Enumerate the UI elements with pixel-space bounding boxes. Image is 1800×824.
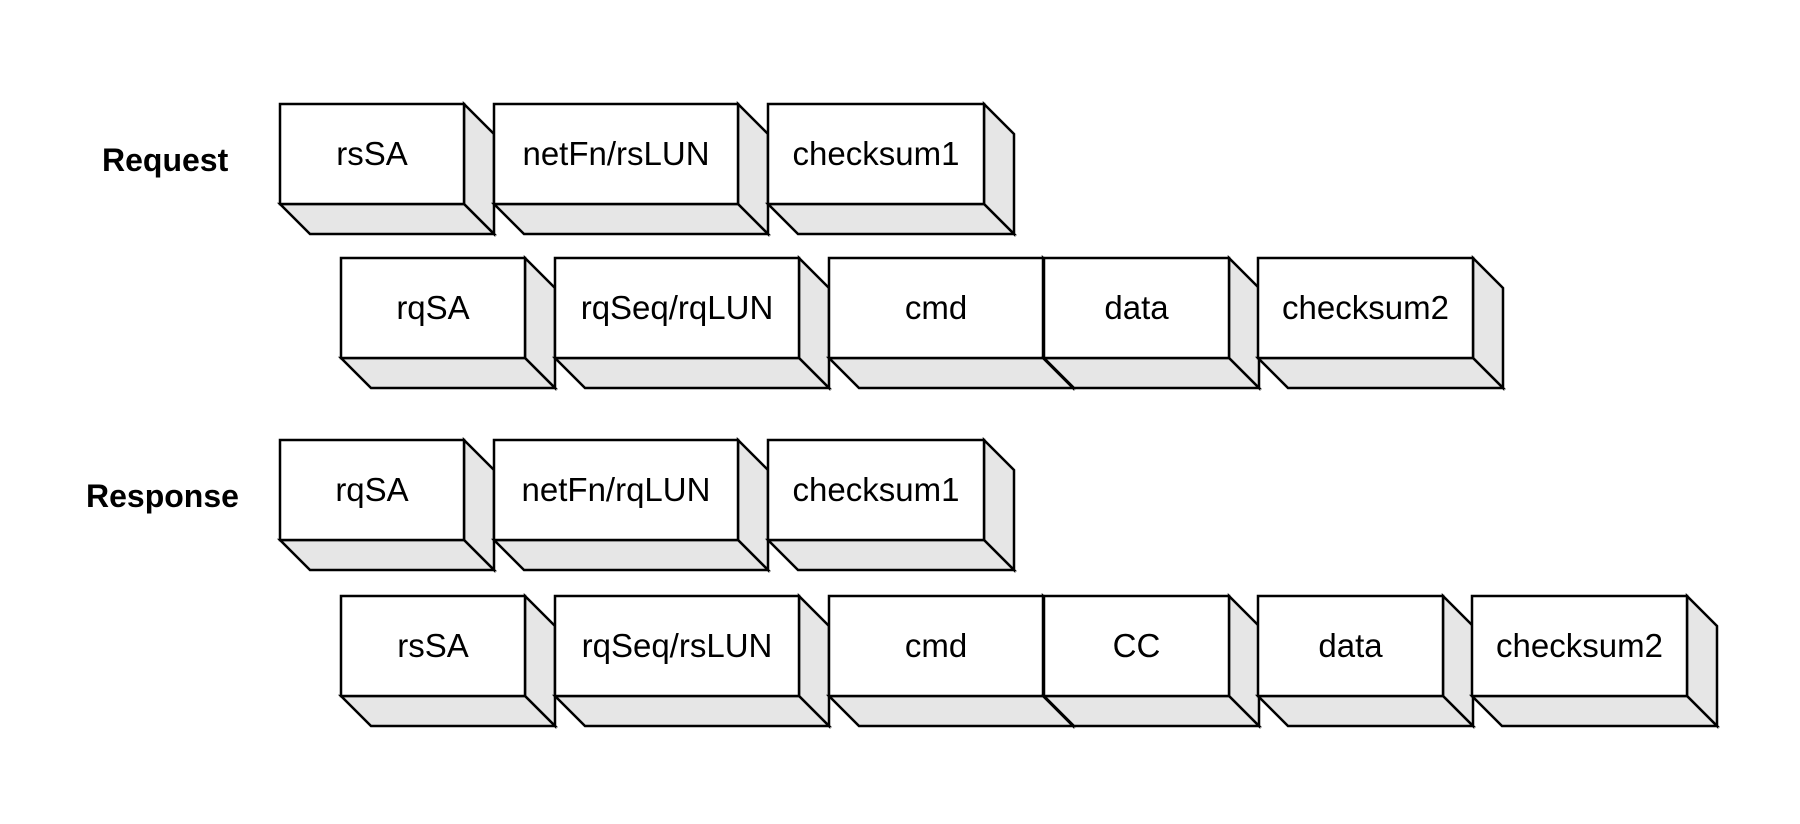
field-label: cmd bbox=[905, 289, 967, 326]
block-front-face bbox=[553, 256, 801, 360]
block-front-face bbox=[766, 102, 986, 206]
block-bottom-face bbox=[337, 694, 559, 728]
field-label: rqSeq/rqLUN bbox=[581, 289, 774, 326]
field-label: cmd bbox=[905, 627, 967, 664]
field-label: checksum2 bbox=[1282, 289, 1449, 326]
block-front-face bbox=[1256, 594, 1445, 698]
field-blocks: rsSA netFn/rsLUN checksum1 rqSA rqSeq/rqLUN c… bbox=[276, 100, 1721, 730]
field-block: checksum2 bbox=[1254, 254, 1507, 392]
field-label: netFn/rqLUN bbox=[522, 471, 711, 508]
block-bottom-face bbox=[825, 694, 1077, 728]
field-label: rqSA bbox=[396, 289, 469, 326]
block-bottom-face bbox=[490, 202, 772, 236]
field-label: rqSA bbox=[335, 471, 408, 508]
block-bottom-face bbox=[1254, 356, 1507, 390]
block-front-face bbox=[827, 256, 1045, 360]
block-front-face bbox=[492, 102, 740, 206]
field-block: data bbox=[1254, 592, 1477, 730]
field-label: data bbox=[1104, 289, 1169, 326]
block-bottom-face bbox=[490, 538, 772, 572]
block-front-face bbox=[339, 594, 527, 698]
block-bottom-face bbox=[276, 538, 498, 572]
field-block: checksum1 bbox=[764, 100, 1018, 238]
block-front-face bbox=[278, 438, 466, 542]
block-bottom-face bbox=[1040, 356, 1263, 390]
block-bottom-face bbox=[551, 694, 833, 728]
block-bottom-face bbox=[337, 356, 559, 390]
block-bottom-face bbox=[551, 356, 833, 390]
field-block: rqSA bbox=[337, 254, 559, 392]
request-label: Request bbox=[102, 142, 229, 178]
block-front-face bbox=[278, 102, 466, 206]
field-label: rsSA bbox=[397, 627, 469, 664]
field-label: rqSeq/rsLUN bbox=[582, 627, 773, 664]
block-front-face bbox=[766, 438, 986, 542]
field-block: cmd bbox=[825, 254, 1077, 392]
field-label: data bbox=[1318, 627, 1383, 664]
field-label: CC bbox=[1113, 627, 1161, 664]
field-label: checksum1 bbox=[793, 135, 960, 172]
block-bottom-face bbox=[825, 356, 1077, 390]
field-block: rqSeq/rqLUN bbox=[551, 254, 833, 392]
field-block: rsSA bbox=[276, 100, 498, 238]
block-bottom-face bbox=[1468, 694, 1721, 728]
field-block: checksum1 bbox=[764, 436, 1018, 574]
block-front-face bbox=[492, 438, 740, 542]
field-block: data bbox=[1040, 254, 1263, 392]
block-front-face bbox=[339, 256, 527, 360]
block-bottom-face bbox=[1040, 694, 1263, 728]
field-label: rsSA bbox=[336, 135, 408, 172]
block-front-face bbox=[1256, 256, 1475, 360]
block-front-face bbox=[827, 594, 1045, 698]
field-block: netFn/rqLUN bbox=[490, 436, 772, 574]
field-label: netFn/rsLUN bbox=[522, 135, 709, 172]
field-block: rqSeq/rsLUN bbox=[551, 592, 833, 730]
field-block: CC bbox=[1040, 592, 1263, 730]
block-bottom-face bbox=[764, 538, 1018, 572]
field-label: checksum2 bbox=[1496, 627, 1663, 664]
field-block: checksum2 bbox=[1468, 592, 1721, 730]
block-bottom-face bbox=[1254, 694, 1477, 728]
block-front-face bbox=[1042, 594, 1231, 698]
block-front-face bbox=[1042, 256, 1231, 360]
field-block: rqSA bbox=[276, 436, 498, 574]
block-bottom-face bbox=[764, 202, 1018, 236]
field-label: checksum1 bbox=[793, 471, 960, 508]
block-bottom-face bbox=[276, 202, 498, 236]
block-front-face bbox=[1470, 594, 1689, 698]
field-block: rsSA bbox=[337, 592, 559, 730]
field-block: cmd bbox=[825, 592, 1077, 730]
response-label: Response bbox=[86, 478, 239, 514]
field-block: netFn/rsLUN bbox=[490, 100, 772, 238]
block-front-face bbox=[553, 594, 801, 698]
